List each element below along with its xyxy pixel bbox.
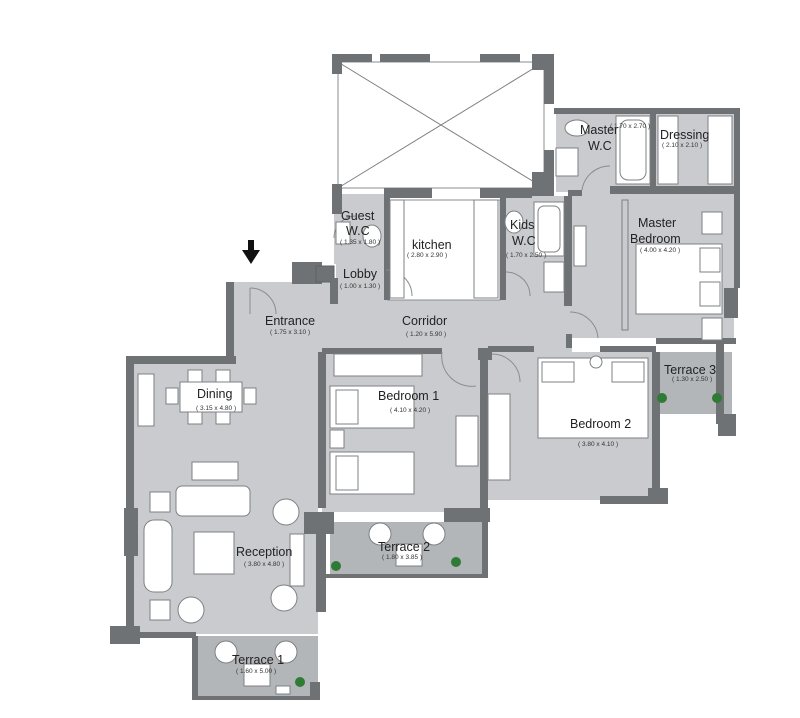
room-dims: ( 1.80 x 3.85 ) [382, 554, 422, 561]
room-name: W.C [346, 224, 370, 238]
down-arrow-icon [242, 240, 260, 264]
room-dims: ( 1.00 x 1.30 ) [340, 283, 380, 290]
room-dims: ( 2.80 x 2.90 ) [407, 252, 447, 259]
room-dims: ( 1.35 x 1.80 ) [340, 239, 380, 246]
room-dims: ( 1.20 x 5.90 ) [406, 331, 446, 338]
room-dims: ( 1.75 x 3.10 ) [270, 329, 310, 336]
room-dims: ( 2.10 x 2.10 ) [662, 142, 702, 149]
room-name: Terrace 1 [232, 653, 284, 667]
room-name: Master [638, 216, 676, 230]
room-dims: ( 1.60 x 5.00 ) [236, 668, 276, 675]
room-name: W.C [588, 139, 612, 153]
room-name: Entrance [265, 314, 315, 328]
room-dims: ( 1.70 x 2.50 ) [506, 252, 546, 259]
room-dims: ( 4.00 x 4.20 ) [640, 247, 680, 254]
room-name: Corridor [402, 314, 447, 328]
room-dims: ( 1.70 x 2.70 ) [610, 123, 650, 130]
room-name: Dining [197, 387, 232, 401]
room-name: W.C [512, 234, 536, 248]
room-dims: ( 3.80 x 4.10 ) [578, 441, 618, 448]
room-name: Lobby [343, 267, 378, 281]
room-dims: ( 1.30 x 2.50 ) [672, 376, 712, 383]
walls [110, 54, 740, 700]
room-name: Reception [236, 545, 292, 559]
room-name: Kids [510, 218, 534, 232]
room-name: Terrace 3 [664, 363, 716, 377]
room-dims: ( 3.15 x 4.80 ) [196, 405, 236, 412]
void-area [337, 61, 545, 189]
room-name: Master [580, 123, 618, 137]
room-dims: ( 4.10 x 4.20 ) [390, 407, 430, 414]
room-name: Dressing [660, 128, 709, 142]
room-name: Bedroom [630, 232, 681, 246]
furniture [137, 115, 733, 695]
room-dims: ( 3.80 x 4.80 ) [244, 561, 284, 568]
room-name: Bedroom 1 [378, 389, 439, 403]
room-name: Terrace 2 [378, 540, 430, 554]
room-labels: Master W.C ( 1.70 x 2.70 ) Dressing ( 2.… [196, 123, 716, 675]
room-name: Bedroom 2 [570, 417, 631, 431]
plant-icon [295, 393, 722, 687]
room-name: kitchen [412, 238, 452, 252]
room-name: Guest [341, 209, 375, 223]
